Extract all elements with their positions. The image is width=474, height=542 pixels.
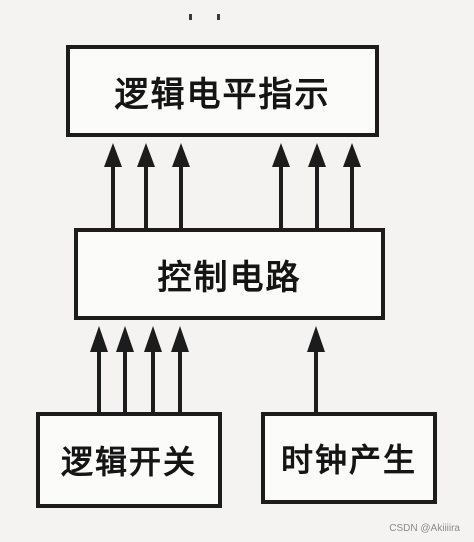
arrow-control-to-display-4 bbox=[272, 143, 290, 228]
arrow-switch-to-control-4 bbox=[171, 326, 189, 412]
clock-generator-block: 时钟产生 bbox=[261, 412, 437, 504]
control-circuit-label: 控制电路 bbox=[157, 257, 302, 298]
scan-mark-right bbox=[217, 14, 220, 20]
logic-level-indicator-block: 逻辑电平指示 bbox=[66, 45, 379, 137]
logic-switch-label: 逻辑开关 bbox=[60, 443, 197, 481]
arrow-switch-to-control-2 bbox=[116, 326, 134, 412]
clock-generator-label: 时钟产生 bbox=[280, 441, 417, 479]
logic-switch-block: 逻辑开关 bbox=[36, 412, 222, 508]
arrow-clock-to-control bbox=[307, 326, 325, 412]
arrow-switch-to-control-1 bbox=[90, 326, 108, 412]
arrow-control-to-display-3 bbox=[172, 143, 190, 228]
watermark: CSDN @Akiiiira bbox=[389, 523, 460, 534]
arrow-control-to-display-2 bbox=[137, 143, 155, 228]
arrow-control-to-display-6 bbox=[343, 143, 361, 228]
arrow-control-to-display-1 bbox=[104, 143, 122, 228]
arrow-control-to-display-5 bbox=[308, 143, 326, 228]
logic-level-indicator-label: 逻辑电平指示 bbox=[114, 74, 331, 115]
arrow-switch-to-control-3 bbox=[144, 326, 162, 412]
control-circuit-block: 控制电路 bbox=[74, 228, 385, 320]
scan-mark-left bbox=[189, 14, 192, 20]
